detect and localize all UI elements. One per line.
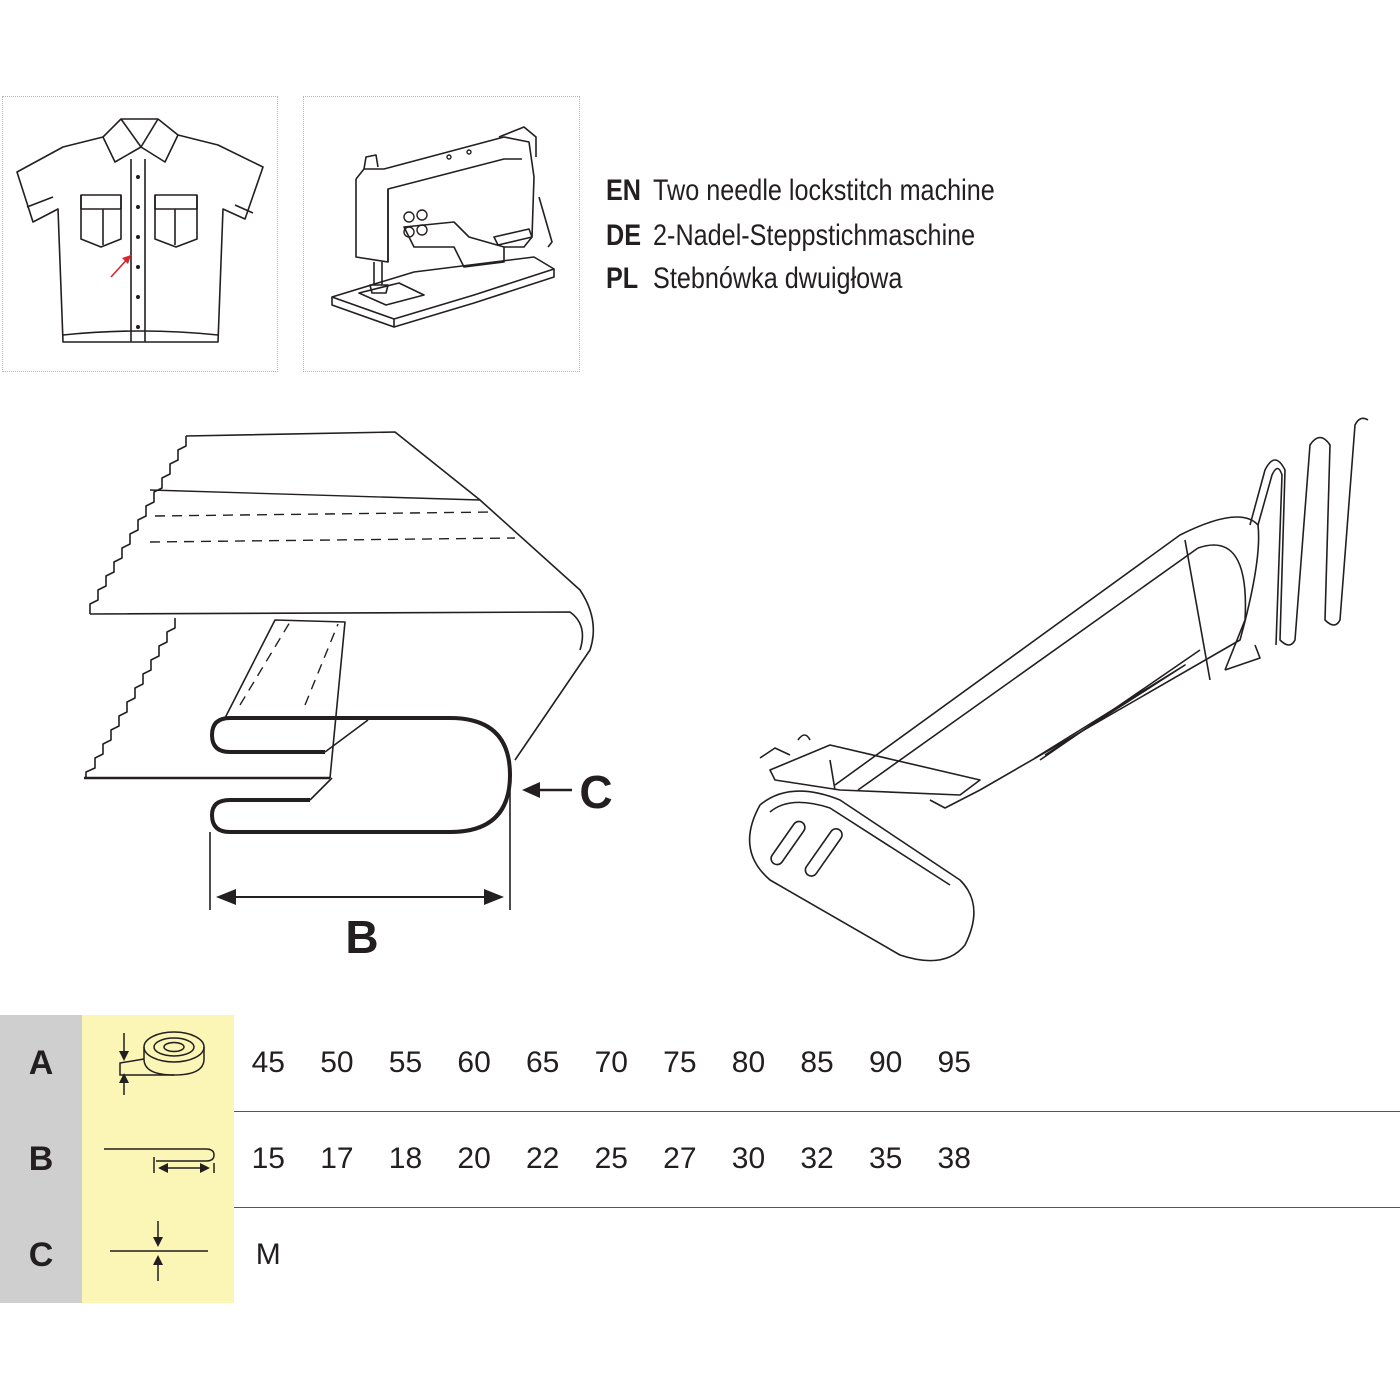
row-letter: C — [0, 1207, 82, 1303]
table-cell: 95 — [937, 1046, 971, 1079]
language-code: DE — [606, 219, 642, 252]
language-code: PL — [606, 262, 639, 295]
red-arrow-icon — [110, 254, 132, 278]
binder-diagram: B C — [84, 417, 1369, 963]
dimension-label-b: B — [345, 911, 378, 963]
row-values: M — [234, 1207, 303, 1303]
language-code: EN — [606, 174, 642, 207]
table-cell: 17 — [320, 1142, 354, 1175]
table-cell: 85 — [800, 1046, 834, 1079]
table-cell: 30 — [731, 1142, 766, 1175]
table-cell: 18 — [388, 1142, 423, 1175]
table-row-b: B 15 17 18 20 22 25 27 30 32 35 38 — [0, 1111, 1400, 1208]
fold-width-icon — [82, 1111, 234, 1207]
table-cell: 80 — [731, 1046, 766, 1079]
table-cell: 60 — [457, 1046, 491, 1079]
table-cell: 70 — [594, 1046, 628, 1079]
row-divider — [234, 1206, 1400, 1208]
table-cell: 15 — [251, 1142, 285, 1175]
row-letter: B — [0, 1111, 82, 1207]
description-pl: PL Stebnówka dwuigłowa — [606, 264, 902, 294]
description-text: 2-Nadel-Steppstichmaschine — [653, 219, 976, 252]
table-row-c: C M — [0, 1207, 1400, 1303]
table-cell: 35 — [868, 1142, 903, 1175]
row-letter: A — [0, 1015, 82, 1111]
tape-roll-width-icon — [82, 1015, 234, 1111]
dimension-label-c: C — [579, 766, 612, 818]
description-text: Stebnówka dwuigłowa — [653, 262, 903, 295]
table-cell: 20 — [457, 1142, 491, 1175]
table-cell: 55 — [388, 1046, 423, 1079]
table-cell: 50 — [320, 1046, 354, 1079]
material-thickness-icon — [82, 1207, 234, 1303]
fabric-fold-diagram — [84, 431, 595, 910]
table-cell: 38 — [937, 1142, 971, 1175]
sewing-machine-icon — [331, 126, 555, 328]
description-de: DE 2-Nadel-Steppstichmaschine — [606, 221, 975, 251]
table-cell: 90 — [868, 1046, 903, 1079]
description-text: Two needle lockstitch machine — [653, 174, 995, 207]
table-cell: 65 — [525, 1046, 560, 1079]
description-en: EN Two needle lockstitch machine — [606, 176, 995, 206]
shirt-illustration-panel — [2, 96, 278, 372]
table-cell: 32 — [800, 1142, 834, 1175]
table-cell: 22 — [525, 1142, 560, 1175]
binder-attachment-illustration — [748, 417, 1369, 962]
shirt-icon — [16, 118, 264, 343]
table-cell: 27 — [663, 1142, 697, 1175]
table-cell: 25 — [594, 1142, 628, 1175]
table-cell: 45 — [251, 1046, 285, 1079]
row-values: 45 50 55 60 65 70 75 80 85 90 95 — [234, 1015, 989, 1111]
sewing-machine-panel — [303, 96, 580, 372]
table-row-a: A 45 50 55 60 65 70 75 — [0, 1015, 1400, 1112]
table-cell: 75 — [663, 1046, 697, 1079]
table-cell: M — [255, 1238, 281, 1271]
row-divider — [234, 1110, 1400, 1112]
row-values: 15 17 18 20 22 25 27 30 32 35 38 — [234, 1111, 989, 1207]
